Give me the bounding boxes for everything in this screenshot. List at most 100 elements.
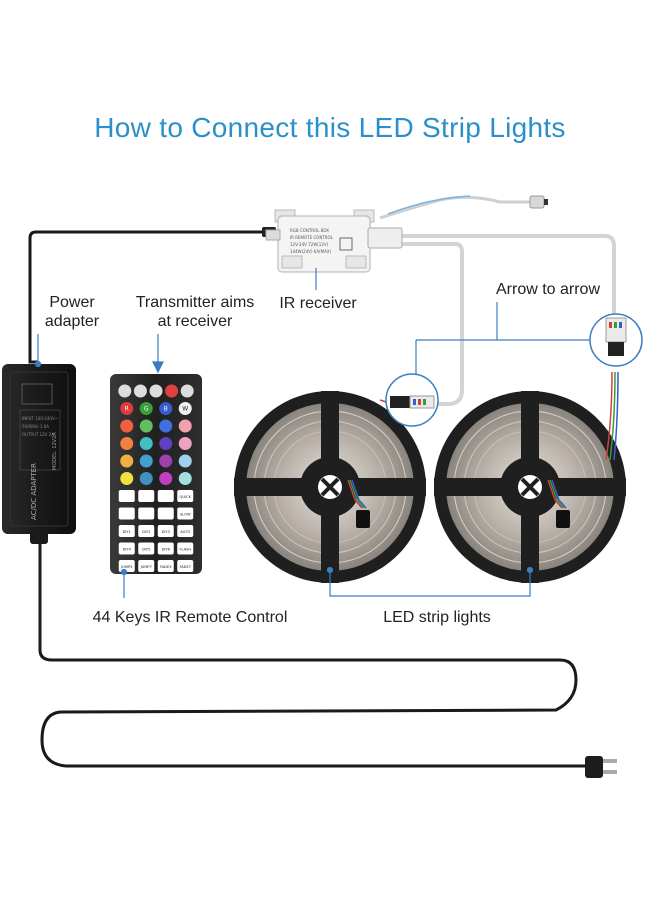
remote-key bbox=[139, 472, 153, 485]
receiver-text-2: IR REMOTE CONTROL bbox=[290, 235, 334, 240]
remote-key bbox=[118, 542, 135, 555]
remote-key bbox=[138, 507, 155, 520]
remote-key bbox=[165, 384, 179, 398]
dc-cable bbox=[28, 230, 262, 364]
adapter-strain-relief bbox=[30, 530, 48, 544]
remote-key bbox=[159, 472, 173, 485]
remote-key-label: JUMP3 bbox=[120, 565, 132, 569]
remote-key bbox=[157, 560, 174, 572]
remote-key bbox=[177, 560, 194, 572]
blue-stripe bbox=[387, 195, 471, 215]
remote-key bbox=[157, 507, 174, 520]
remote-key bbox=[178, 472, 192, 485]
arrow-to-arrow-label: Arrow to arrow bbox=[495, 281, 601, 298]
remote-key-label: DIY6 bbox=[162, 548, 171, 552]
led-strip-lights-label: LED strip lights bbox=[383, 609, 491, 626]
remote-key bbox=[139, 402, 153, 415]
remote-key bbox=[159, 437, 173, 450]
ir-remote-control: R G B W QUICK SLOW DIY1 DIY2 DIY3 AUTO DIY4 DIY5 DIY… bbox=[110, 374, 202, 574]
remote-key bbox=[178, 437, 192, 450]
remote-key-label: DIY5 bbox=[142, 548, 150, 552]
remote-key bbox=[139, 437, 153, 450]
page-title: How to Connect this LED Strip Lights bbox=[94, 112, 566, 143]
remote-key-label: FADE7 bbox=[179, 565, 191, 569]
remote-key bbox=[133, 384, 147, 398]
receiver-text-4: 144W(24V) 6A(MAX) bbox=[290, 249, 332, 254]
remote-key bbox=[177, 507, 194, 520]
rgb-wire-red bbox=[605, 371, 613, 461]
remote-key bbox=[139, 454, 153, 468]
remote-key bbox=[177, 490, 194, 502]
transmitter-label-line2: at receiver bbox=[157, 313, 233, 330]
transmitter-label: Transmitter aims at receiver bbox=[120, 293, 270, 331]
remote-key bbox=[180, 384, 194, 398]
white-cable-3 bbox=[379, 195, 532, 220]
remote-key bbox=[118, 507, 135, 520]
remote-keypad: R G B W QUICK SLOW DIY1 DIY2 DIY3 AUTO DIY4 DIY5 DIY… bbox=[118, 384, 194, 572]
remote-key-label: G bbox=[144, 406, 149, 413]
power-adapter: INPUT 100-240V~ 50/60Hz 1.0A OUTPUT 12V … bbox=[2, 364, 76, 544]
led-reel-right bbox=[434, 391, 626, 583]
remote-key-label: DIY1 bbox=[123, 530, 131, 534]
receiver-text-3: 12V-24V 72W(12V) bbox=[290, 242, 329, 247]
remote-key-label: DIY4 bbox=[123, 548, 132, 552]
rgb-wire-blue bbox=[613, 371, 619, 461]
adapter-text-c: OUTPUT 12V 2A bbox=[22, 432, 54, 437]
remote-key bbox=[138, 490, 155, 502]
white-cable-2 bbox=[400, 234, 616, 316]
remote-key bbox=[178, 454, 192, 468]
zoom-circle-right bbox=[589, 313, 643, 367]
ac-cable bbox=[38, 540, 590, 768]
remote-key-label: W bbox=[182, 406, 188, 413]
remote-key bbox=[118, 525, 135, 537]
remote-key-label: FADE3 bbox=[160, 565, 172, 569]
remote-key bbox=[159, 454, 173, 468]
remote-key bbox=[120, 437, 134, 450]
adapter-brand-text: AC/DC ADAPTER bbox=[30, 463, 38, 520]
remote-key-label: JUMP7 bbox=[140, 565, 152, 569]
remote-key bbox=[178, 402, 192, 415]
end-connector bbox=[529, 195, 545, 209]
remote-key bbox=[120, 454, 134, 468]
power-adapter-label-line2: adapter bbox=[44, 313, 100, 330]
white-cable-1 bbox=[400, 242, 464, 406]
remote-control-label: 44 Keys IR Remote Control bbox=[92, 609, 288, 626]
remote-key-label: DIY3 bbox=[162, 530, 170, 534]
rgb-wire-green bbox=[609, 371, 616, 461]
adapter-text-a: INPUT 100-240V~ bbox=[22, 416, 58, 421]
ac-plug bbox=[585, 756, 617, 778]
remote-key bbox=[157, 525, 174, 537]
remote-key-label: B bbox=[164, 406, 168, 413]
remote-key bbox=[177, 525, 194, 537]
end-connector-tip bbox=[544, 199, 548, 205]
remote-key bbox=[157, 542, 174, 555]
adapter-model-text: MODEL: 12V2A bbox=[52, 432, 58, 470]
remote-key bbox=[138, 525, 155, 537]
power-adapter-label-line1: Power bbox=[49, 294, 95, 311]
remote-key bbox=[159, 419, 173, 433]
remote-key-label: AUTO bbox=[180, 530, 190, 534]
remote-key bbox=[177, 542, 194, 555]
remote-key-label: FLASH bbox=[179, 548, 191, 552]
remote-key bbox=[157, 490, 174, 502]
zoom-circle-left bbox=[385, 373, 439, 427]
remote-key bbox=[118, 384, 132, 398]
remote-key bbox=[138, 560, 155, 572]
ir-receiver-box: RGB CONTROL BOX IR REMOTE CONTROL 12V-24… bbox=[265, 209, 403, 273]
remote-key-label: SLOW bbox=[180, 513, 191, 517]
remote-key-label: R bbox=[125, 406, 129, 413]
remote-key bbox=[159, 402, 173, 415]
remote-key bbox=[118, 490, 135, 502]
remote-key bbox=[138, 542, 155, 555]
receiver-text-1: RGB CONTROL BOX bbox=[290, 228, 329, 233]
transmitter-label-line1: Transmitter aims bbox=[135, 294, 255, 311]
remote-key-label: DIY2 bbox=[142, 530, 150, 534]
adapter-text-b: 50/60Hz 1.0A bbox=[22, 424, 49, 429]
remote-key bbox=[178, 419, 192, 433]
remote-key bbox=[139, 419, 153, 433]
remote-key-label: QUICK bbox=[180, 495, 192, 499]
remote-key bbox=[120, 419, 134, 433]
remote-key bbox=[120, 402, 134, 415]
remote-key bbox=[149, 384, 163, 398]
